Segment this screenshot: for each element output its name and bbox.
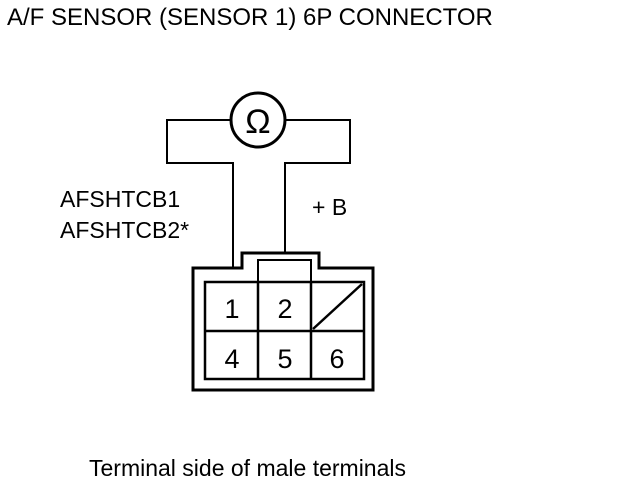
diagram-title: A/F SENSOR (SENSOR 1) 6P CONNECTOR	[7, 4, 493, 31]
wire-label-afshtcb2: AFSHTCB2*	[60, 217, 189, 243]
left-test-lead	[166, 119, 234, 284]
pin-4: 4	[224, 344, 239, 374]
diagram-caption: Terminal side of male terminals	[89, 455, 406, 481]
pin-6: 6	[329, 344, 344, 374]
wire-label-afshtcb1: AFSHTCB1	[60, 186, 180, 212]
pin-5: 5	[277, 344, 292, 374]
pin-1: 1	[224, 294, 239, 324]
right-test-lead	[284, 119, 351, 284]
connector-housing	[191, 251, 375, 392]
wire-label-plus-b: + B	[312, 194, 347, 220]
ohmmeter-icon: Ω	[229, 91, 287, 149]
empty-cavity-slash	[312, 283, 363, 330]
pin-2: 2	[277, 294, 292, 324]
ohm-symbol: Ω	[245, 103, 270, 141]
